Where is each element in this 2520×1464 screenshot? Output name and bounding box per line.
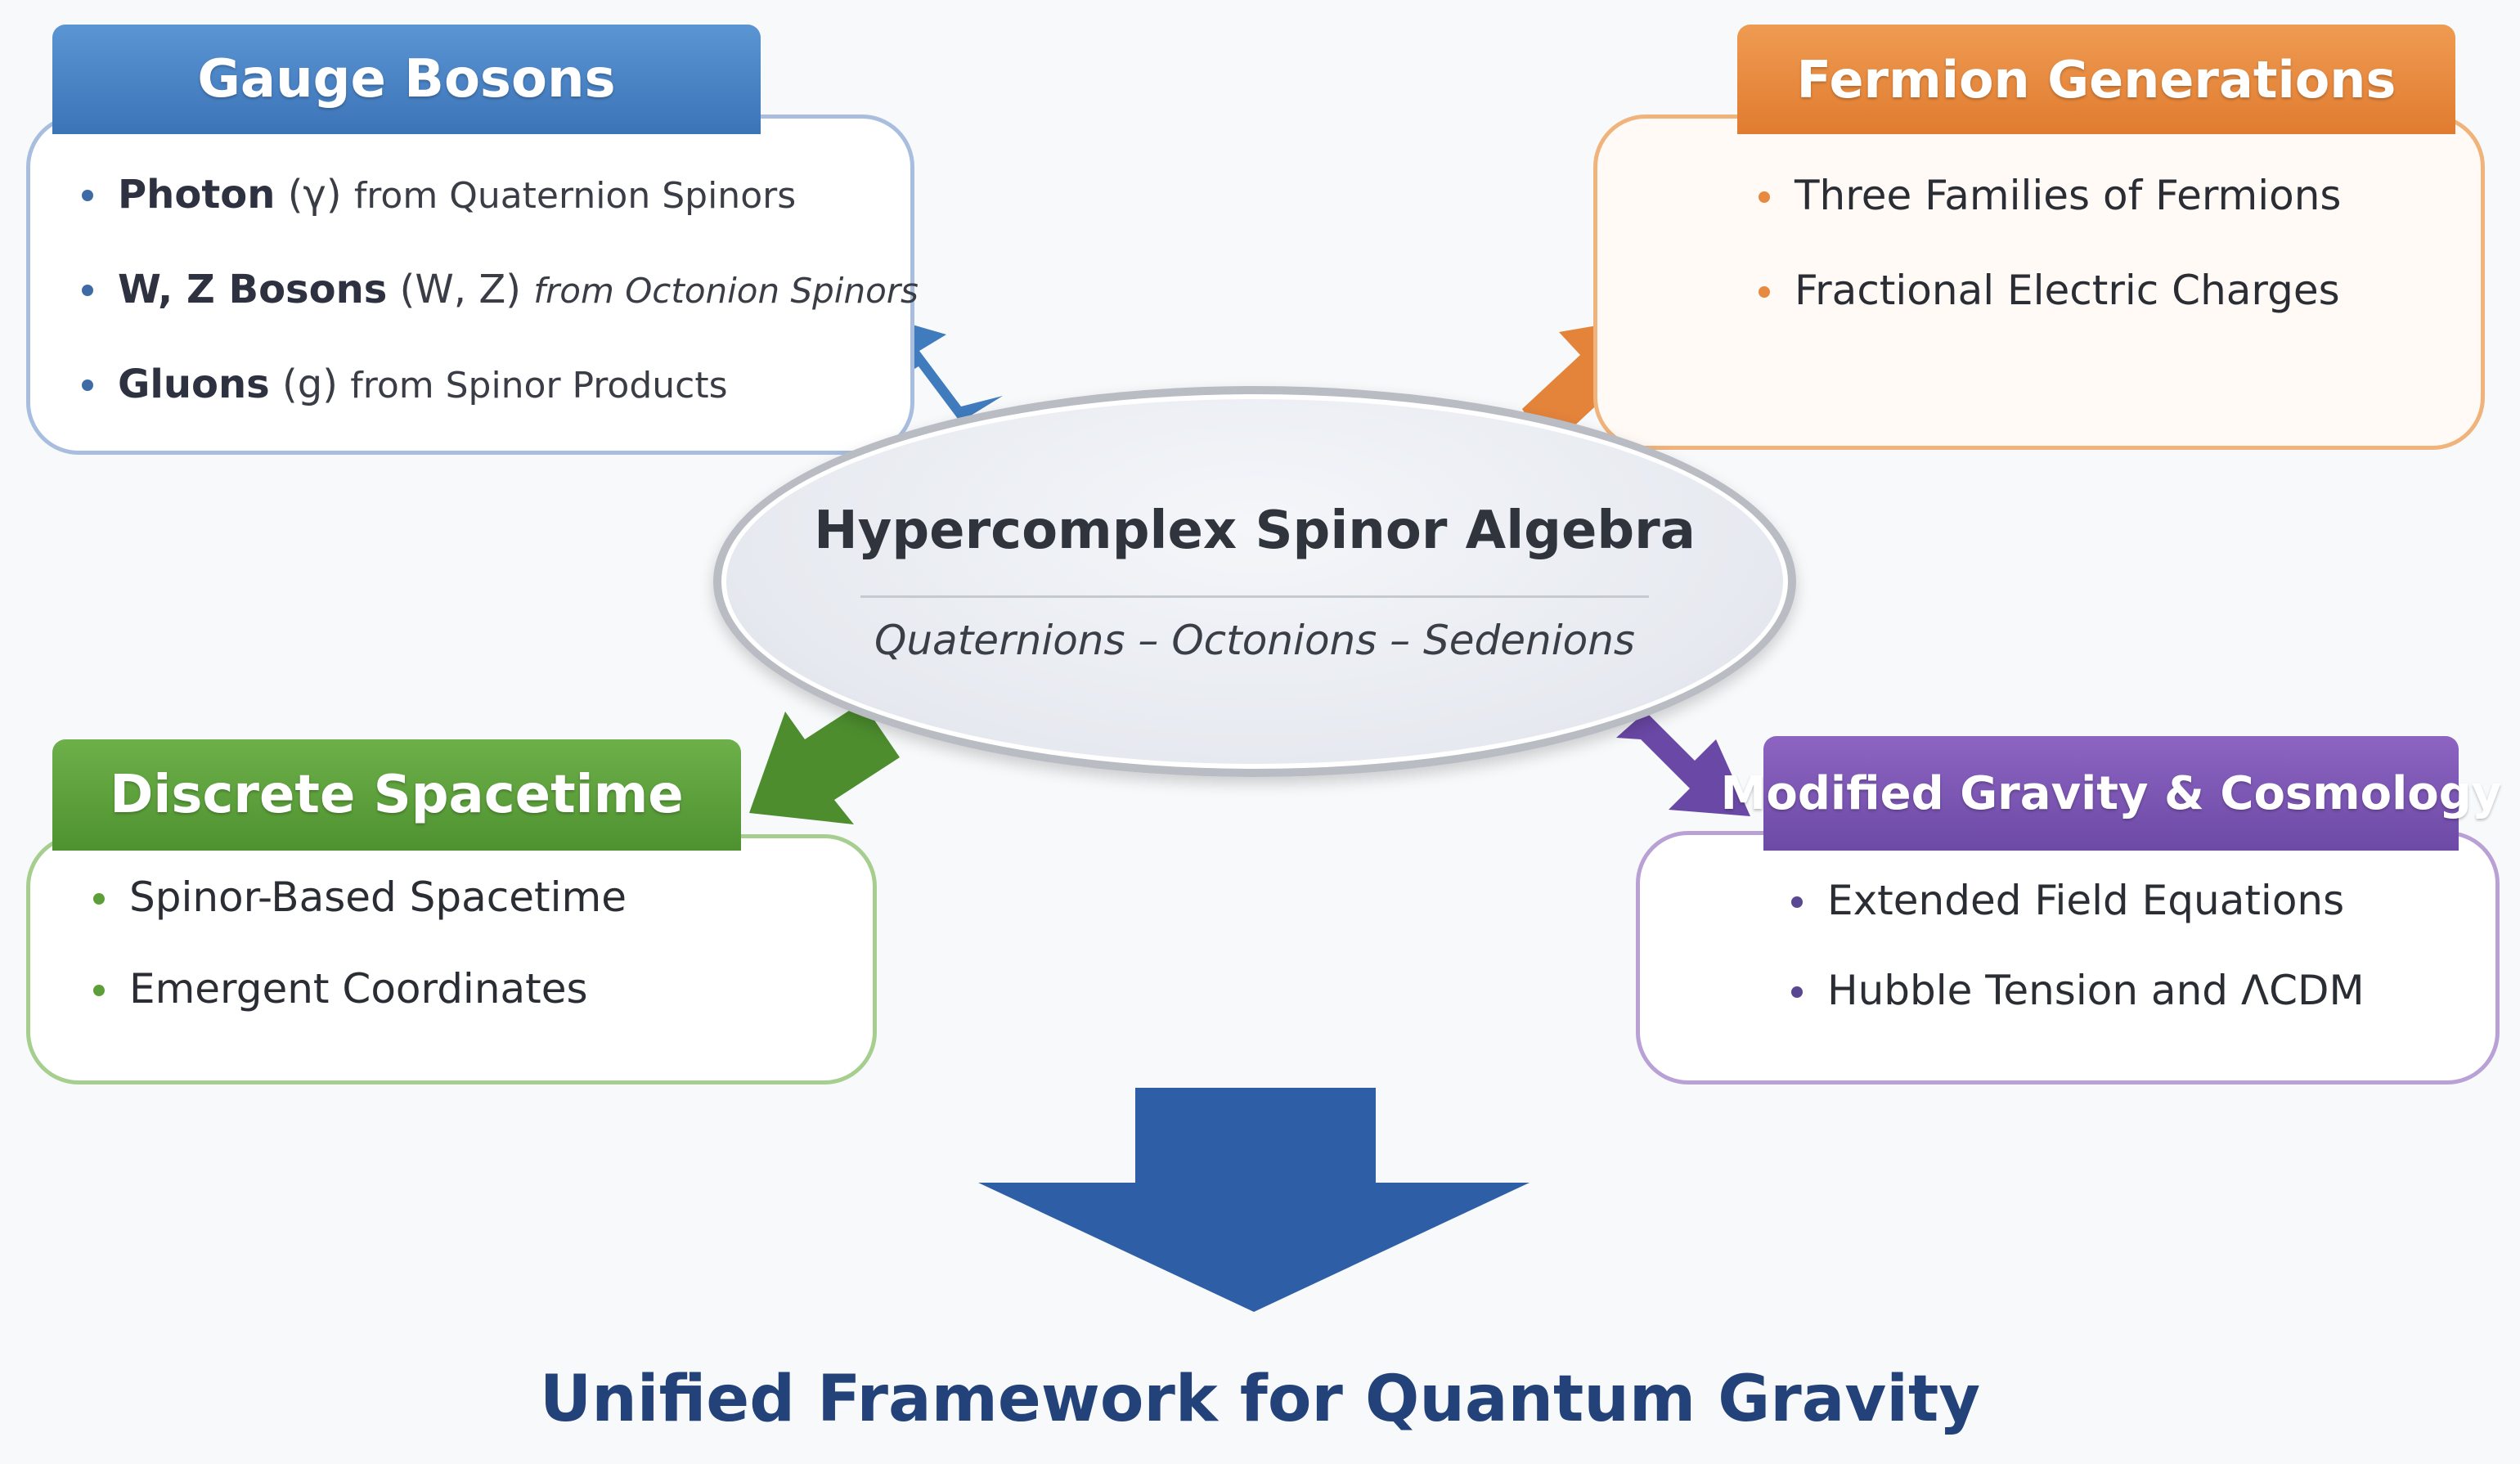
arrow-to-modified-gravity <box>1616 712 1750 816</box>
item-text: Fractional Electric Charges <box>1795 267 2340 314</box>
footer-title: Unified Framework for Quantum Gravity <box>539 1363 1981 1436</box>
list-item: Fractional Electric Charges <box>1759 267 2341 362</box>
list-item: Three Families of Fermions <box>1759 172 2341 267</box>
gauge-bosons-title: Gauge Bosons <box>52 25 761 134</box>
item-symbol: (γ) <box>287 172 342 218</box>
center-title: Hypercomplex Spinor Algebra <box>814 501 1696 561</box>
bullet-icon <box>93 893 105 905</box>
item-detail: from Spinor Products <box>350 365 728 406</box>
item-text: Spinor-Based Spacetime <box>129 873 627 921</box>
gauge-bosons-list: Photon (γ) from Quaternion Spinors W, Z … <box>82 172 919 456</box>
item-name: W, Z Bosons <box>118 267 388 312</box>
fermion-generations-list: Three Families of Fermions Fractional El… <box>1759 172 2341 362</box>
item-detail: from Quaternion Spinors <box>353 175 797 217</box>
bullet-icon <box>1791 986 1803 998</box>
item-symbol: (g) <box>282 362 338 407</box>
list-item: Photon (γ) from Quaternion Spinors <box>82 172 919 267</box>
bullet-icon <box>82 285 93 296</box>
discrete-spacetime-box <box>26 834 877 1085</box>
list-item: Emergent Coordinates <box>93 965 627 1057</box>
item-name: Gluons <box>118 362 270 407</box>
item-detail: from Octonion Spinors <box>533 271 919 311</box>
item-name: Photon <box>118 172 276 218</box>
list-item: Hubble Tension and ΛCDM <box>1791 967 2365 1057</box>
item-symbol: (W, Z) <box>399 267 521 312</box>
center-ellipse: Hypercomplex Spinor Algebra Quaternions … <box>713 386 1796 777</box>
gauge-bosons-box <box>26 115 914 455</box>
bullet-icon <box>82 379 93 391</box>
modified-gravity-list: Extended Field Equations Hubble Tension … <box>1791 877 2365 1057</box>
item-text: Emergent Coordinates <box>129 965 588 1013</box>
bullet-icon <box>1791 896 1803 908</box>
list-item: Gluons (g) from Spinor Products <box>82 362 919 456</box>
bullet-icon <box>1759 286 1770 298</box>
item-text: Hubble Tension and ΛCDM <box>1827 967 2365 1014</box>
discrete-spacetime-list: Spinor-Based Spacetime Emergent Coordina… <box>93 873 627 1057</box>
modified-gravity-title: Modified Gravity & Cosmology <box>1721 736 2501 851</box>
center-subtitle: Quaternions – Octonions – Sedenions <box>874 617 1635 664</box>
discrete-spacetime-title: Discrete Spacetime <box>52 739 741 851</box>
item-text: Extended Field Equations <box>1827 877 2345 924</box>
center-divider <box>860 595 1649 598</box>
item-text: Three Families of Fermions <box>1795 172 2342 219</box>
list-item: Extended Field Equations <box>1791 877 2365 967</box>
bullet-icon <box>93 985 105 996</box>
down-arrow <box>978 1088 1530 1312</box>
arrow-to-discrete-spacetime <box>749 697 900 824</box>
bullet-icon <box>1759 191 1770 203</box>
fermion-generations-title: Fermion Generations <box>1737 25 2455 134</box>
bullet-icon <box>82 190 93 201</box>
list-item: W, Z Bosons (W, Z) from Octonion Spinors <box>82 267 919 362</box>
list-item: Spinor-Based Spacetime <box>93 873 627 965</box>
